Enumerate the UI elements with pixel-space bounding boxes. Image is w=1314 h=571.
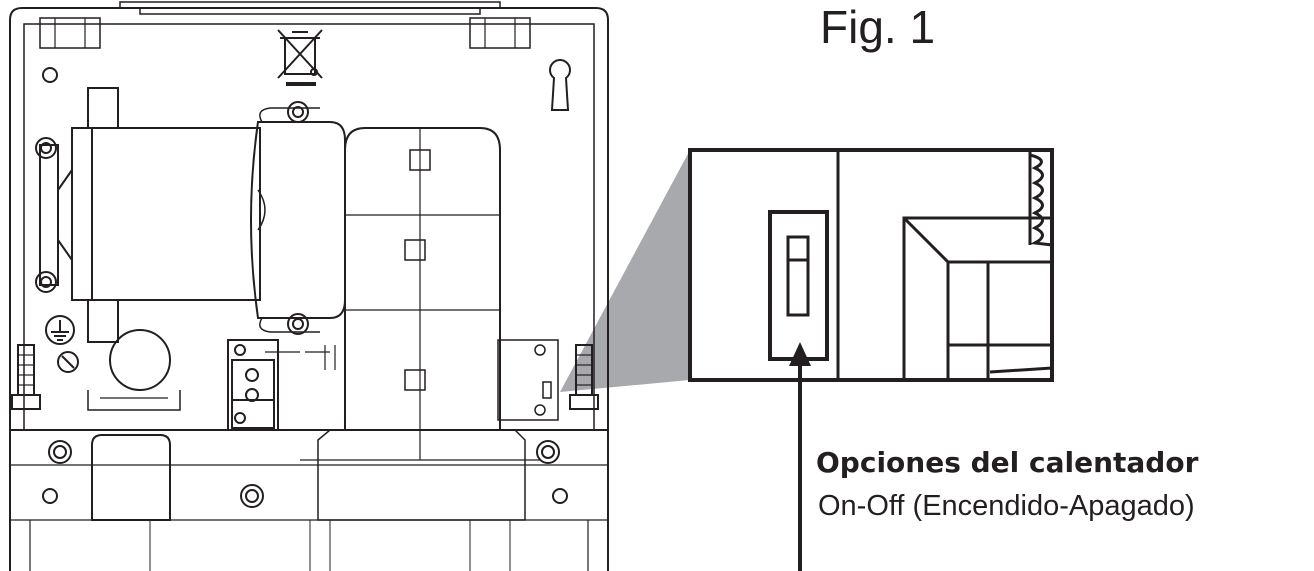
terminal-block <box>227 339 336 431</box>
central-housing <box>300 127 540 571</box>
zoom-detail <box>688 148 1054 382</box>
zoom-wedge <box>560 150 690 392</box>
fan-motor-assembly <box>35 87 346 343</box>
callout-title: Opciones del calentador <box>816 446 1199 479</box>
callout-subtitle: On-Off (Encendido-Apagado) <box>818 490 1195 522</box>
heater-switch-small <box>497 339 559 421</box>
keyhole-mount-icon <box>549 59 571 111</box>
figure-label: Fig. 1 <box>820 1 936 53</box>
crossed-out-wheelie-bin-icon <box>277 29 323 86</box>
round-port <box>109 329 171 391</box>
ground-symbol-icon <box>45 315 79 373</box>
pointer-arrow <box>789 342 811 571</box>
side-rods <box>11 344 599 410</box>
